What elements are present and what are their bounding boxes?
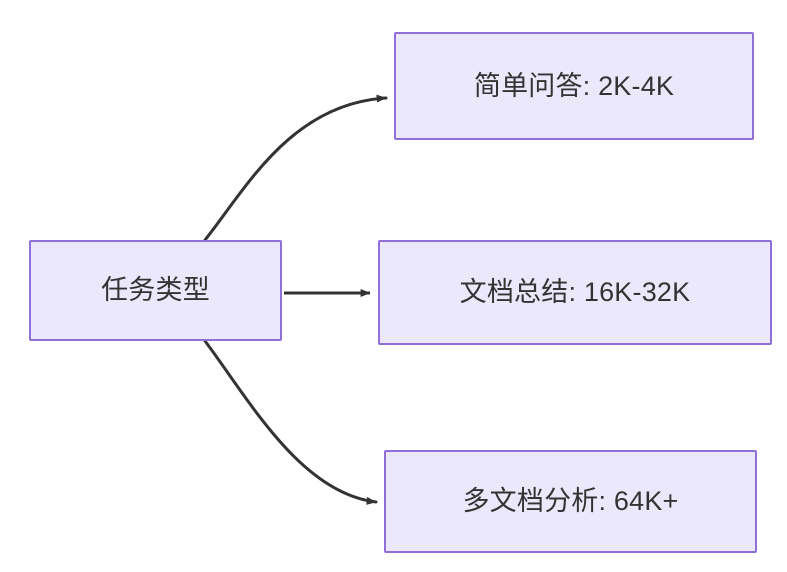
node-task-type[interactable]: 任务类型: [29, 240, 282, 341]
node-simple-qa-label: 简单问答: 2K-4K: [473, 70, 675, 101]
node-multi-document-analysis-label: 多文档分析: 64K+: [462, 486, 679, 517]
node-task-type-label: 任务类型: [101, 275, 210, 306]
edge-source-to-multi: [203, 339, 378, 505]
edge-source-to-simple: [203, 94, 388, 242]
node-document-summary[interactable]: 文档总结: 16K-32K: [378, 240, 772, 345]
node-multi-document-analysis[interactable]: 多文档分析: 64K+: [384, 450, 757, 553]
node-document-summary-label: 文档总结: 16K-32K: [459, 277, 691, 308]
node-simple-qa[interactable]: 简单问答: 2K-4K: [394, 32, 754, 140]
